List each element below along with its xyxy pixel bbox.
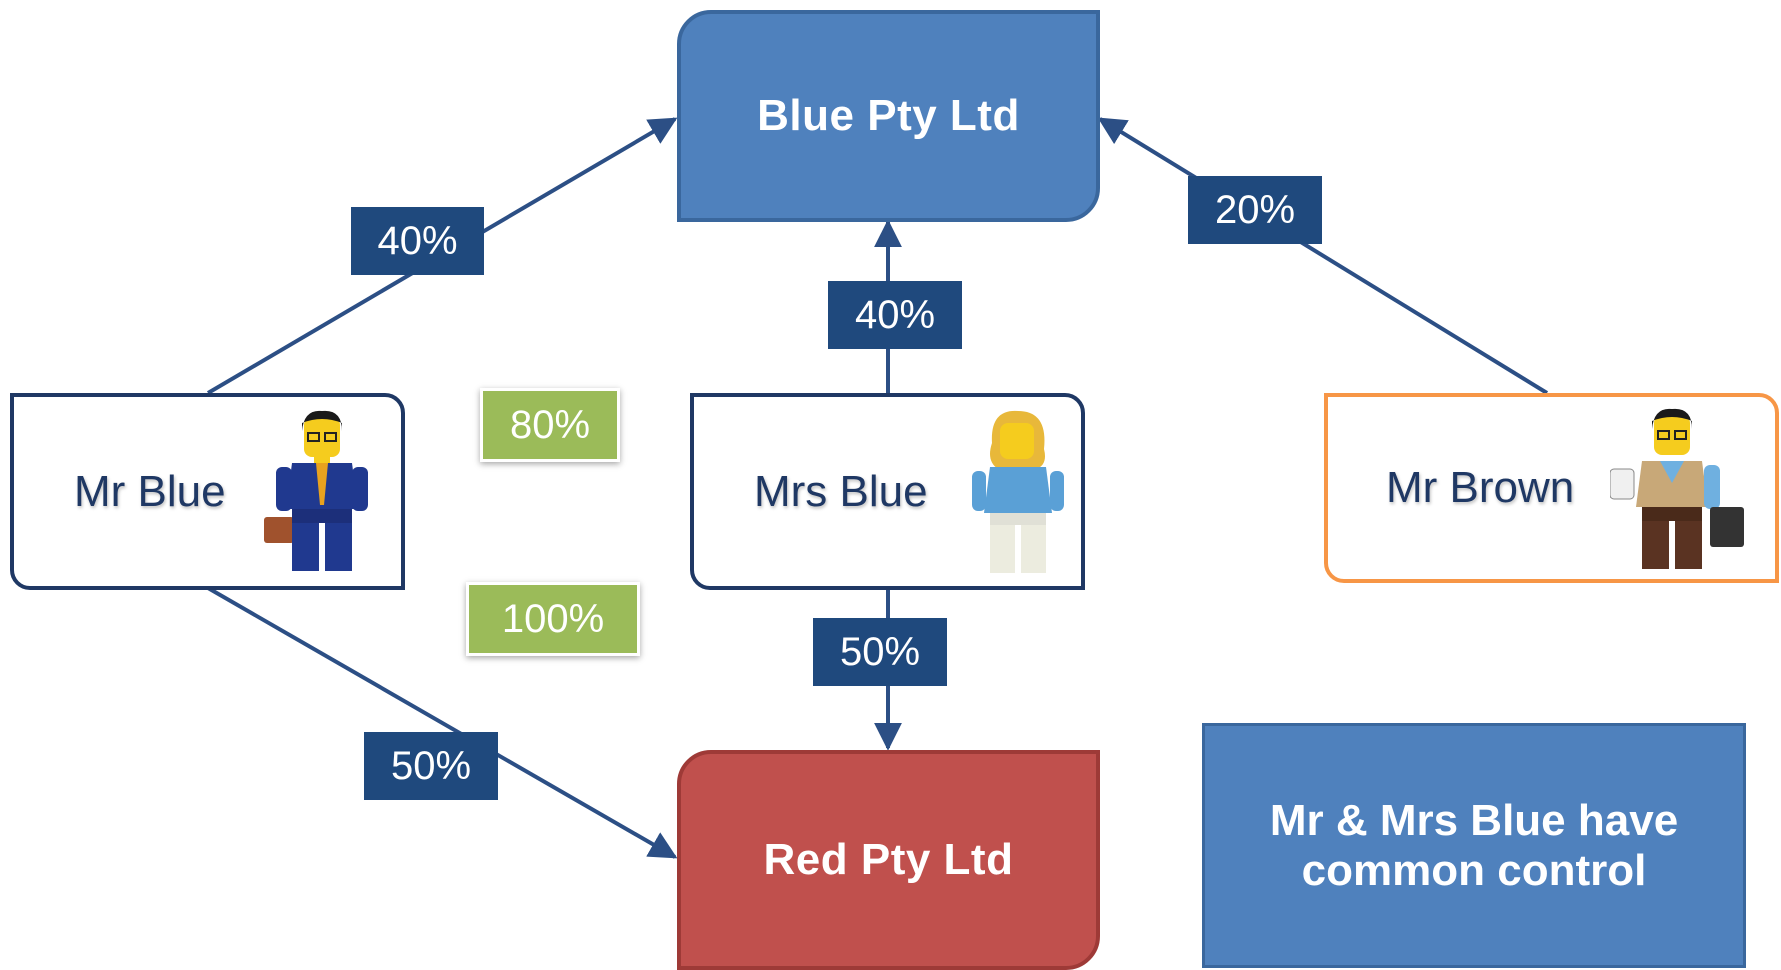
pct-mrblue-blue: 40% — [351, 207, 484, 275]
pct-mrsblue-blue: 40% — [828, 281, 962, 349]
blue-pty-ltd-label: Blue Pty Ltd — [757, 91, 1020, 140]
mrs-blue-box: Mrs Blue — [690, 393, 1085, 590]
note-line-2: common control — [1301, 845, 1647, 895]
geek-minifig-icon — [1610, 408, 1744, 569]
combined-blue-pty-badge: 80% — [480, 388, 620, 462]
combined-red-pty-badge: 100% — [466, 582, 640, 656]
line-mrblue-red — [207, 586, 678, 859]
pct-mrsblue-red: 50% — [813, 618, 947, 686]
mr-brown-label: Mr Brown — [1386, 463, 1575, 512]
mr-brown-box: Mr Brown — [1324, 393, 1779, 583]
blue-pty-ltd-box: Blue Pty Ltd — [677, 10, 1100, 222]
note-line-1: Mr & Mrs Blue have — [1269, 795, 1679, 845]
mrs-blue-label: Mrs Blue — [754, 466, 928, 516]
red-pty-ltd-box: Red Pty Ltd — [677, 750, 1100, 970]
businessman-minifig-icon — [264, 410, 368, 571]
mr-blue-box: Mr Blue — [10, 393, 405, 590]
line-mrbrown-blue — [1097, 117, 1549, 395]
woman-minifig-icon — [972, 410, 1064, 573]
mr-blue-label: Mr Blue — [74, 466, 226, 516]
red-pty-ltd-label: Red Pty Ltd — [763, 835, 1014, 884]
pct-mrbrown-blue: 20% — [1188, 176, 1322, 244]
common-control-note: Mr & Mrs Blue have common control — [1202, 723, 1746, 968]
pct-mrblue-red: 50% — [364, 732, 498, 800]
